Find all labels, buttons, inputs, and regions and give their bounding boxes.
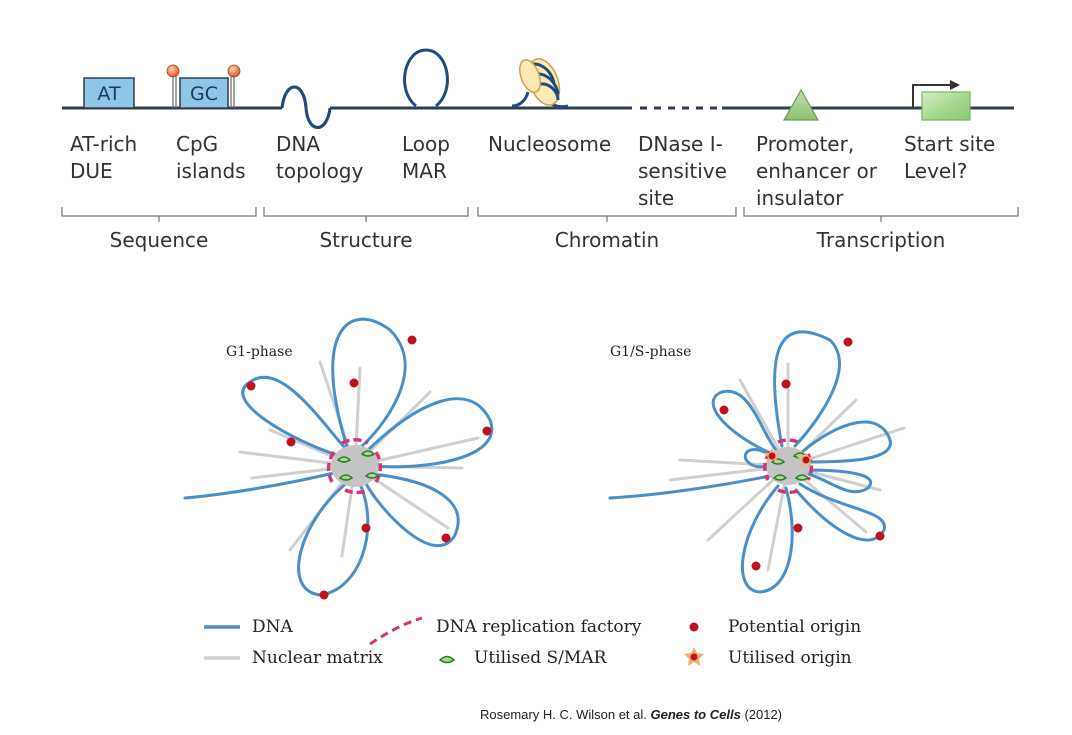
citation-authors: Rosemary H. C. Wilson et al. [480, 707, 647, 722]
potential-origins [246, 335, 492, 600]
label-nucleosome: Nucleosome [488, 132, 611, 156]
potential-origins-right [719, 337, 885, 571]
label-cpg-2: islands [176, 159, 246, 183]
group-transcription: Transcription [816, 228, 946, 252]
group-brackets [61, 207, 1019, 222]
utilised-origins-right [763, 448, 815, 467]
legend-potential-swatch [689, 622, 699, 632]
at-box-label: AT [97, 83, 121, 105]
label-start-2: Level? [904, 159, 967, 183]
legend-utilised-swatch [684, 647, 704, 666]
citation-year: (2012) [744, 707, 783, 722]
replication-core [331, 445, 379, 487]
label-at-rich-2: DUE [70, 159, 113, 183]
legend-factory-label: DNA replication factory [436, 617, 642, 637]
legend-smar-label: Utilised S/MAR [474, 648, 608, 668]
group-sequence: Sequence [110, 228, 209, 252]
g1-phase-title: G1-phase [226, 344, 293, 360]
label-loop-1: Loop [402, 132, 450, 156]
cpg-island-icon [166, 64, 241, 109]
gc-box-label: GC [190, 83, 218, 105]
element-labels: AT-rich DUE CpG islands DNA topology Loo… [70, 132, 995, 210]
label-promoter-2: enhancer or [756, 159, 878, 183]
label-promoter-1: Promoter, [756, 132, 854, 156]
at-box-icon [83, 77, 135, 109]
group-structure: Structure [319, 228, 412, 252]
citation-journal: Genes to Cells [650, 707, 741, 722]
g1s-phase-title: G1/S-phase [610, 344, 691, 360]
replication-factory [326, 438, 383, 495]
top-panel: AT GC [61, 48, 1019, 252]
label-at-rich-1: AT-rich [70, 132, 137, 156]
g1-phase-diagram: G1-phase [183, 317, 494, 600]
legend-potential-label: Potential origin [728, 617, 861, 637]
legend-matrix-label: Nuclear matrix [252, 648, 383, 668]
dna-loops-right [608, 330, 892, 594]
promoter-triangle-icon [782, 88, 820, 121]
nucleosome-icon [511, 58, 569, 109]
start-site-icon [912, 80, 971, 121]
label-promoter-3: insulator [756, 186, 844, 210]
label-topology-1: DNA [276, 132, 320, 156]
legend: DNA Nuclear matrix DNA replication facto… [204, 616, 861, 668]
legend-utilised-label: Utilised origin [728, 648, 852, 668]
legend-smar-swatch [438, 655, 456, 664]
g1s-phase-diagram: G1/S-phase [608, 330, 906, 594]
smar-markers [336, 450, 380, 481]
group-labels: Sequence Structure Chromatin Transcripti… [110, 228, 946, 252]
group-chromatin: Chromatin [555, 228, 659, 252]
label-dnase-3: site [638, 186, 674, 210]
label-dnase-1: DNase I- [638, 132, 723, 156]
label-loop-2: MAR [402, 159, 447, 183]
loop-mar-icon [403, 48, 449, 108]
label-dnase-2: sensitive [638, 159, 727, 183]
legend-factory-swatch [369, 616, 423, 646]
label-start-1: Start site [904, 132, 995, 156]
label-topology-2: topology [276, 159, 363, 183]
citation: Rosemary H. C. Wilson et al. Genes to Ce… [480, 707, 782, 722]
legend-dna-label: DNA [252, 617, 294, 637]
label-cpg-1: CpG [176, 132, 218, 156]
